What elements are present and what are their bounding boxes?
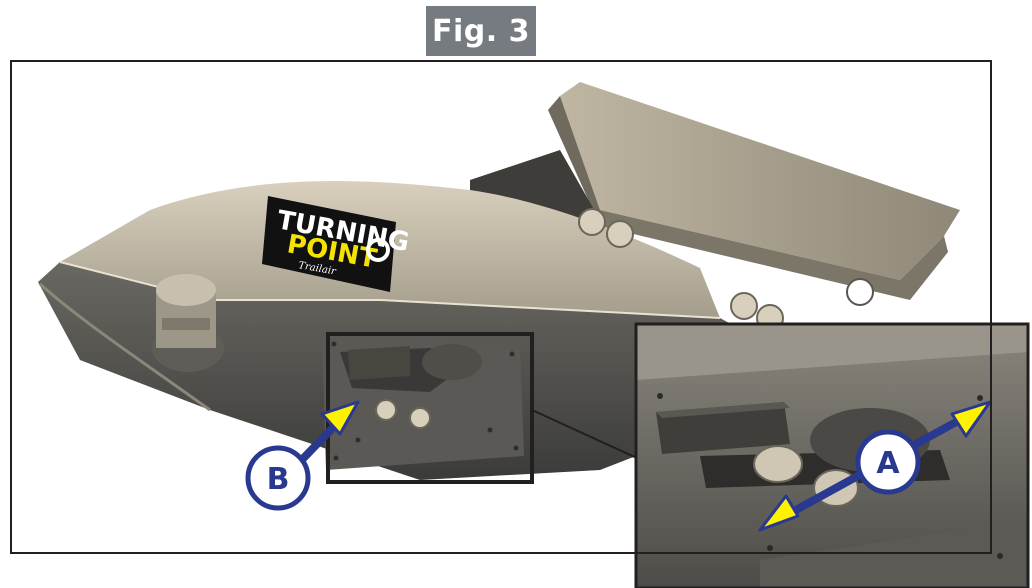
callout-b-circle: [245, 445, 311, 511]
latch-block: [348, 346, 410, 380]
turning-point-logo: TURNING POINT Trailair: [262, 196, 411, 292]
inset-frame: [634, 322, 1030, 588]
callout-b-label: B: [267, 462, 290, 497]
callout-a-circle: [855, 429, 921, 495]
arrowhead-b: [320, 400, 360, 436]
callout-a-label: A: [876, 446, 900, 481]
detail-box: [326, 332, 534, 484]
bracket-vertical: [548, 96, 600, 226]
connector-line: [531, 409, 651, 465]
callout-b: B: [245, 400, 360, 511]
arrowhead-a2: [758, 494, 800, 532]
bracket-bolts: [578, 208, 784, 332]
latch-bolts: [375, 399, 431, 429]
callout-a: A: [758, 400, 992, 532]
latch-boss: [422, 344, 482, 380]
kingpin-top: [156, 274, 216, 306]
arrowhead-a1: [950, 400, 992, 438]
bracket-flange: [600, 210, 948, 300]
inset-view: [634, 322, 1030, 588]
angle-bracket: [560, 82, 960, 280]
bracket-hole: [846, 278, 874, 306]
figure-label-tab: Fig. 3: [426, 6, 536, 56]
